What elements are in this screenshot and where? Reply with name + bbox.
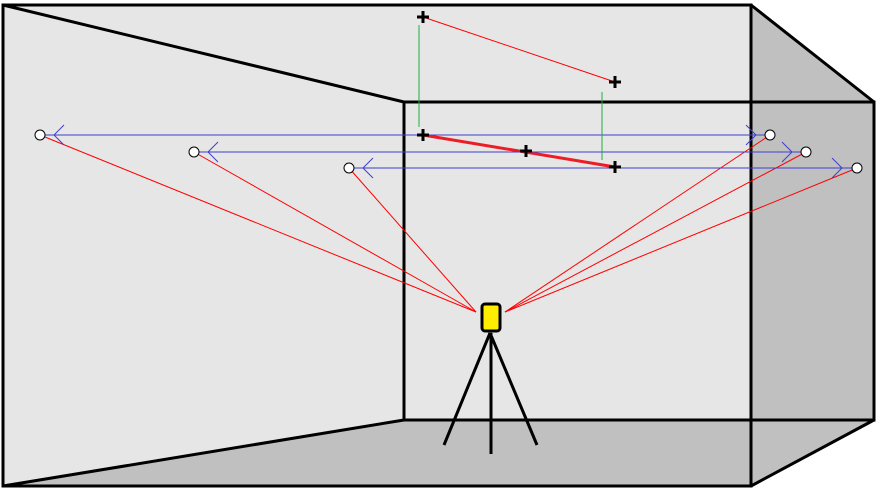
total-station-icon: [442, 302, 539, 454]
measured-segment: [422, 133, 616, 169]
arrow-left-icon: [53, 124, 65, 146]
room-edges: [1, 3, 876, 488]
arrow-right-icon: [781, 141, 793, 163]
target-circle-icon: [188, 146, 200, 158]
cross-icon: [609, 161, 621, 173]
cross-icon: [609, 76, 621, 88]
arrow-left-icon: [362, 157, 374, 179]
arrow-right-icon: [831, 157, 843, 179]
floor: [3, 420, 874, 486]
target-circle-icon: [800, 146, 812, 158]
cross-icon: [417, 129, 429, 141]
horizontal-lines: [40, 124, 857, 179]
cross-icon: [417, 11, 429, 23]
targets: [34, 129, 863, 174]
target-circle-icon: [851, 162, 863, 174]
point-markers: [417, 11, 621, 173]
sight-lines: [39, 16, 858, 313]
target-circle-icon: [343, 162, 355, 174]
target-circle-icon: [764, 129, 776, 141]
back-wall: [404, 102, 751, 420]
vertical-lines: [418, 25, 603, 160]
arrow-right-icon: [745, 124, 757, 146]
target-circle-icon: [34, 129, 46, 141]
back-wall-right: [751, 102, 874, 420]
arrow-left-icon: [207, 141, 219, 163]
cross-icon: [520, 145, 532, 157]
